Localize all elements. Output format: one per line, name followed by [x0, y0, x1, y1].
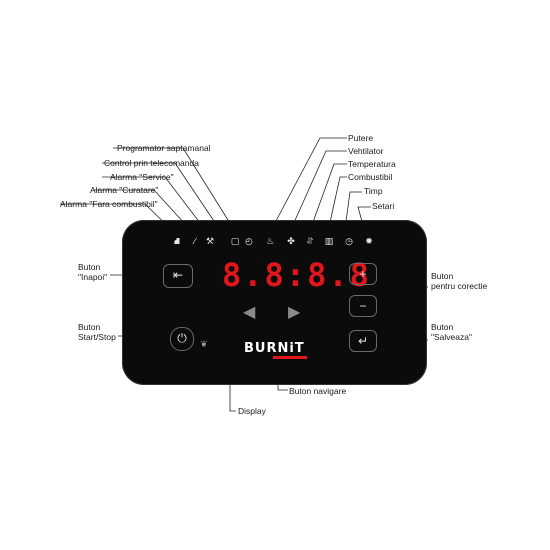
label-buton-navigare: Buton navigare: [289, 386, 347, 396]
seven-segment-display: 8.8:8.8: [222, 256, 371, 294]
label-putere: Putere: [348, 133, 374, 143]
no-fuel-icon: ⛘: [173, 236, 181, 246]
fan-icon: ✤: [287, 236, 295, 246]
label-buton-salveaza-2: "Salveaza": [431, 332, 473, 342]
label-service: Alarma "Service": [110, 172, 174, 182]
label-buton-startstop-2: Start/Stop: [78, 332, 116, 342]
fuel-level-icon: ▥: [324, 236, 334, 246]
save-button[interactable]: ↵: [349, 330, 377, 352]
label-ventilator: Vehtilator: [348, 146, 384, 156]
label-buton-salveaza-1: Buton: [431, 322, 454, 332]
nav-right-button[interactable]: ▶: [288, 304, 301, 321]
plus-button[interactable]: +: [349, 263, 377, 285]
leaf-icon: ❦: [200, 339, 208, 349]
label-temperatura: Temperatura: [348, 159, 396, 169]
label-buton-startstop-1: Buton: [78, 322, 101, 332]
label-curatare: Alarma "Curatare": [90, 185, 159, 195]
power-icon: ⏻: [177, 331, 187, 345]
label-timp: Timp: [364, 186, 383, 196]
start-stop-button[interactable]: ⏻: [170, 327, 194, 351]
wrench-icon: ⚒: [205, 236, 215, 246]
gear-icon: ✹: [365, 236, 373, 246]
label-setari: Setari: [372, 201, 395, 211]
logo-underline: [273, 356, 307, 359]
burnit-logo: BURNiT: [244, 341, 305, 356]
enter-icon: ↵: [357, 334, 369, 348]
minus-button[interactable]: −: [349, 295, 377, 317]
label-telecomanda: Control prin telecomanda: [104, 158, 199, 168]
square-icon: ▢: [230, 236, 240, 246]
label-fara-combustibil: Alarma "Fara combustibil": [60, 199, 158, 209]
nav-left-button[interactable]: ◀: [243, 304, 256, 321]
label-programator: Programator saptamanal: [117, 143, 211, 153]
thermometer-icon: ⥯: [306, 236, 314, 246]
label-buton-corectie-1: Buton: [431, 271, 454, 281]
back-button[interactable]: ⇤: [163, 264, 193, 288]
label-display: Display: [238, 406, 266, 416]
back-icon: ⇤: [172, 268, 184, 282]
label-buton-corectie-2: pentru corectie: [431, 281, 488, 291]
label-combustibil: Combustibil: [348, 172, 393, 182]
brush-icon: ∕: [194, 236, 196, 246]
clock-icon: ◴: [245, 236, 253, 246]
timer-icon: ◷: [345, 236, 353, 246]
flame-icon: ♨: [265, 236, 275, 246]
label-buton-inapoi-2: "Inapoi": [78, 272, 108, 282]
label-buton-inapoi-1: Buton: [78, 262, 101, 272]
